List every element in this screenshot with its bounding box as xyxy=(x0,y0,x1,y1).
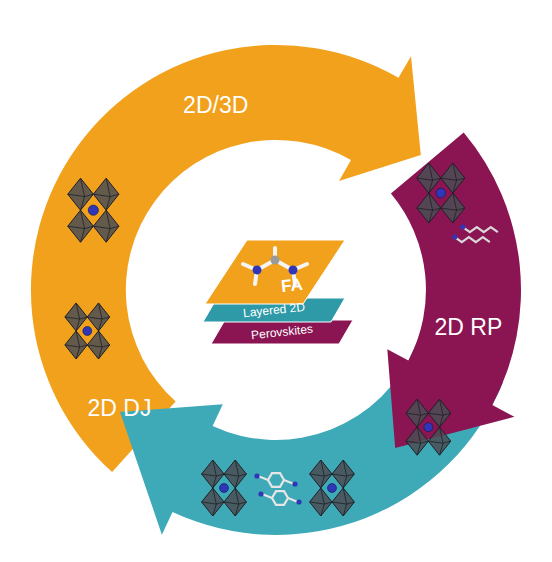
octahedron xyxy=(65,303,87,331)
octahedron xyxy=(202,460,224,488)
octahedron-edge xyxy=(332,460,354,488)
organic-linker xyxy=(258,476,294,484)
nitrogen-atom xyxy=(258,491,263,496)
arrow-label: 2D/3D xyxy=(183,91,248,118)
octahedron-edge xyxy=(441,163,465,193)
octahedron xyxy=(93,210,119,242)
octahedron-edge xyxy=(224,460,246,488)
perovskite-illustration xyxy=(65,178,119,359)
benzene-ring xyxy=(268,473,284,487)
octahedron xyxy=(93,178,119,210)
cation-sphere xyxy=(328,484,337,493)
octahedron xyxy=(428,399,450,427)
perovskite-illustration xyxy=(406,163,498,455)
octahedron xyxy=(428,427,450,455)
octahedron-edge xyxy=(87,303,109,331)
perovskites-layer: Perovskites xyxy=(211,320,353,344)
octahedron xyxy=(224,460,246,488)
octahedron xyxy=(65,331,87,359)
octahedron-edge xyxy=(68,178,94,210)
octahedron-edge xyxy=(65,331,87,359)
cation-sphere xyxy=(424,423,433,432)
benzene-ring xyxy=(272,491,288,505)
nitrogen-atom xyxy=(289,266,298,275)
organic-spacer xyxy=(463,227,498,232)
octahedron xyxy=(441,163,465,193)
octahedron-edge xyxy=(87,331,109,359)
octahedron xyxy=(310,488,332,516)
octahedron-edge xyxy=(406,427,428,455)
octahedron xyxy=(441,193,465,223)
octahedron-edge xyxy=(93,210,119,242)
arrow-band xyxy=(31,45,421,472)
octahedron-edge xyxy=(428,399,450,427)
nitrogen-atom xyxy=(296,499,301,504)
octahedron-edge xyxy=(93,178,119,210)
nitrogen-atom xyxy=(460,225,465,230)
cation-sphere xyxy=(436,188,446,198)
octahedron-edge xyxy=(202,460,224,488)
cation-sphere xyxy=(83,326,92,335)
octahedron-edge xyxy=(428,427,450,455)
octahedron-edge xyxy=(224,488,246,516)
layer-parallelogram xyxy=(211,320,353,344)
layer-label: FA xyxy=(280,275,304,297)
nitrogen-atom xyxy=(292,481,297,486)
octahedron-edge xyxy=(332,488,354,516)
organic-linker xyxy=(262,494,298,502)
octahedron xyxy=(417,163,441,193)
layer-shape xyxy=(205,240,345,304)
nitrogen-atom xyxy=(254,473,259,478)
octahedron-edge xyxy=(65,303,87,331)
octahedron xyxy=(87,303,109,331)
octahedron xyxy=(332,460,354,488)
arrow-label: 2D DJ xyxy=(88,395,152,422)
nitrogen-atom xyxy=(452,235,457,240)
octahedron xyxy=(224,488,246,516)
octahedron-edge xyxy=(406,399,428,427)
octahedron xyxy=(417,193,441,223)
octahedron xyxy=(68,210,94,242)
perovskite-illustration xyxy=(202,460,355,516)
carbon-atom xyxy=(271,256,280,265)
octahedron-edge xyxy=(202,488,224,516)
fa-layer: FA xyxy=(205,240,345,304)
octahedron-edge xyxy=(310,488,332,516)
organic-spacer xyxy=(455,237,490,242)
octahedron xyxy=(68,178,94,210)
layer-parallelogram xyxy=(205,240,345,304)
cation-sphere xyxy=(220,484,229,493)
octahedron-edge xyxy=(417,193,441,223)
octahedron-edge xyxy=(417,163,441,193)
octahedron xyxy=(202,488,224,516)
octahedron xyxy=(332,488,354,516)
arrow-label: 2D RP xyxy=(435,314,503,341)
cation-sphere xyxy=(88,205,98,215)
octahedron xyxy=(406,427,428,455)
octahedron xyxy=(87,331,109,359)
octahedron-edge xyxy=(68,210,94,242)
nitrogen-atom xyxy=(253,266,262,275)
octahedron-edge xyxy=(441,193,465,223)
octahedron xyxy=(310,460,332,488)
arrow-band xyxy=(387,133,521,449)
octahedron-edge xyxy=(310,460,332,488)
octahedron xyxy=(406,399,428,427)
